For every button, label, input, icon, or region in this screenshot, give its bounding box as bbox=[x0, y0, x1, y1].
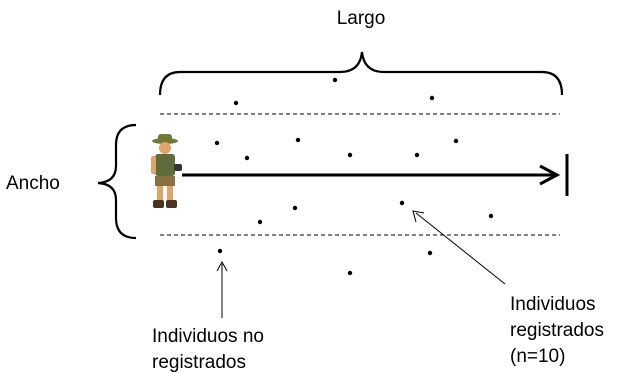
individual-dot bbox=[427, 250, 433, 256]
transect-arrowhead bbox=[539, 164, 561, 186]
individual-dot bbox=[295, 137, 301, 143]
individual-dot bbox=[414, 152, 420, 158]
individual-dot bbox=[257, 219, 263, 225]
unrecorded-individuals bbox=[217, 77, 435, 276]
unrecorded-label-line2: registrados bbox=[152, 352, 246, 373]
width-label: Ancho bbox=[6, 173, 60, 194]
recorded-label-line2: registrados bbox=[510, 320, 604, 341]
individual-dot bbox=[347, 270, 353, 276]
unrecorded-label-line1: Individuos no bbox=[152, 326, 264, 347]
recorded-pointer-arrowhead bbox=[412, 210, 425, 223]
recorded-individuals bbox=[214, 137, 494, 225]
width-brace bbox=[97, 123, 137, 240]
recorded-label-line1: Individuos bbox=[510, 294, 596, 315]
individual-dot bbox=[292, 205, 298, 211]
recorded-pointer-line bbox=[415, 212, 506, 285]
length-label: Largo bbox=[337, 8, 386, 29]
individual-dot bbox=[244, 155, 250, 161]
individual-dot bbox=[429, 95, 435, 101]
individual-dot bbox=[332, 77, 338, 83]
individual-dot bbox=[347, 152, 353, 158]
individual-dot bbox=[217, 248, 223, 254]
field-observer-icon bbox=[151, 134, 182, 208]
individual-dot bbox=[214, 140, 220, 146]
individual-dot bbox=[233, 100, 239, 106]
recorded-label-line3: (n=10) bbox=[510, 346, 565, 367]
individual-dot bbox=[399, 200, 405, 206]
individual-dot bbox=[453, 138, 459, 144]
length-brace bbox=[158, 51, 564, 96]
individual-dot bbox=[488, 213, 494, 219]
unrecorded-pointer-arrowhead bbox=[216, 260, 228, 272]
